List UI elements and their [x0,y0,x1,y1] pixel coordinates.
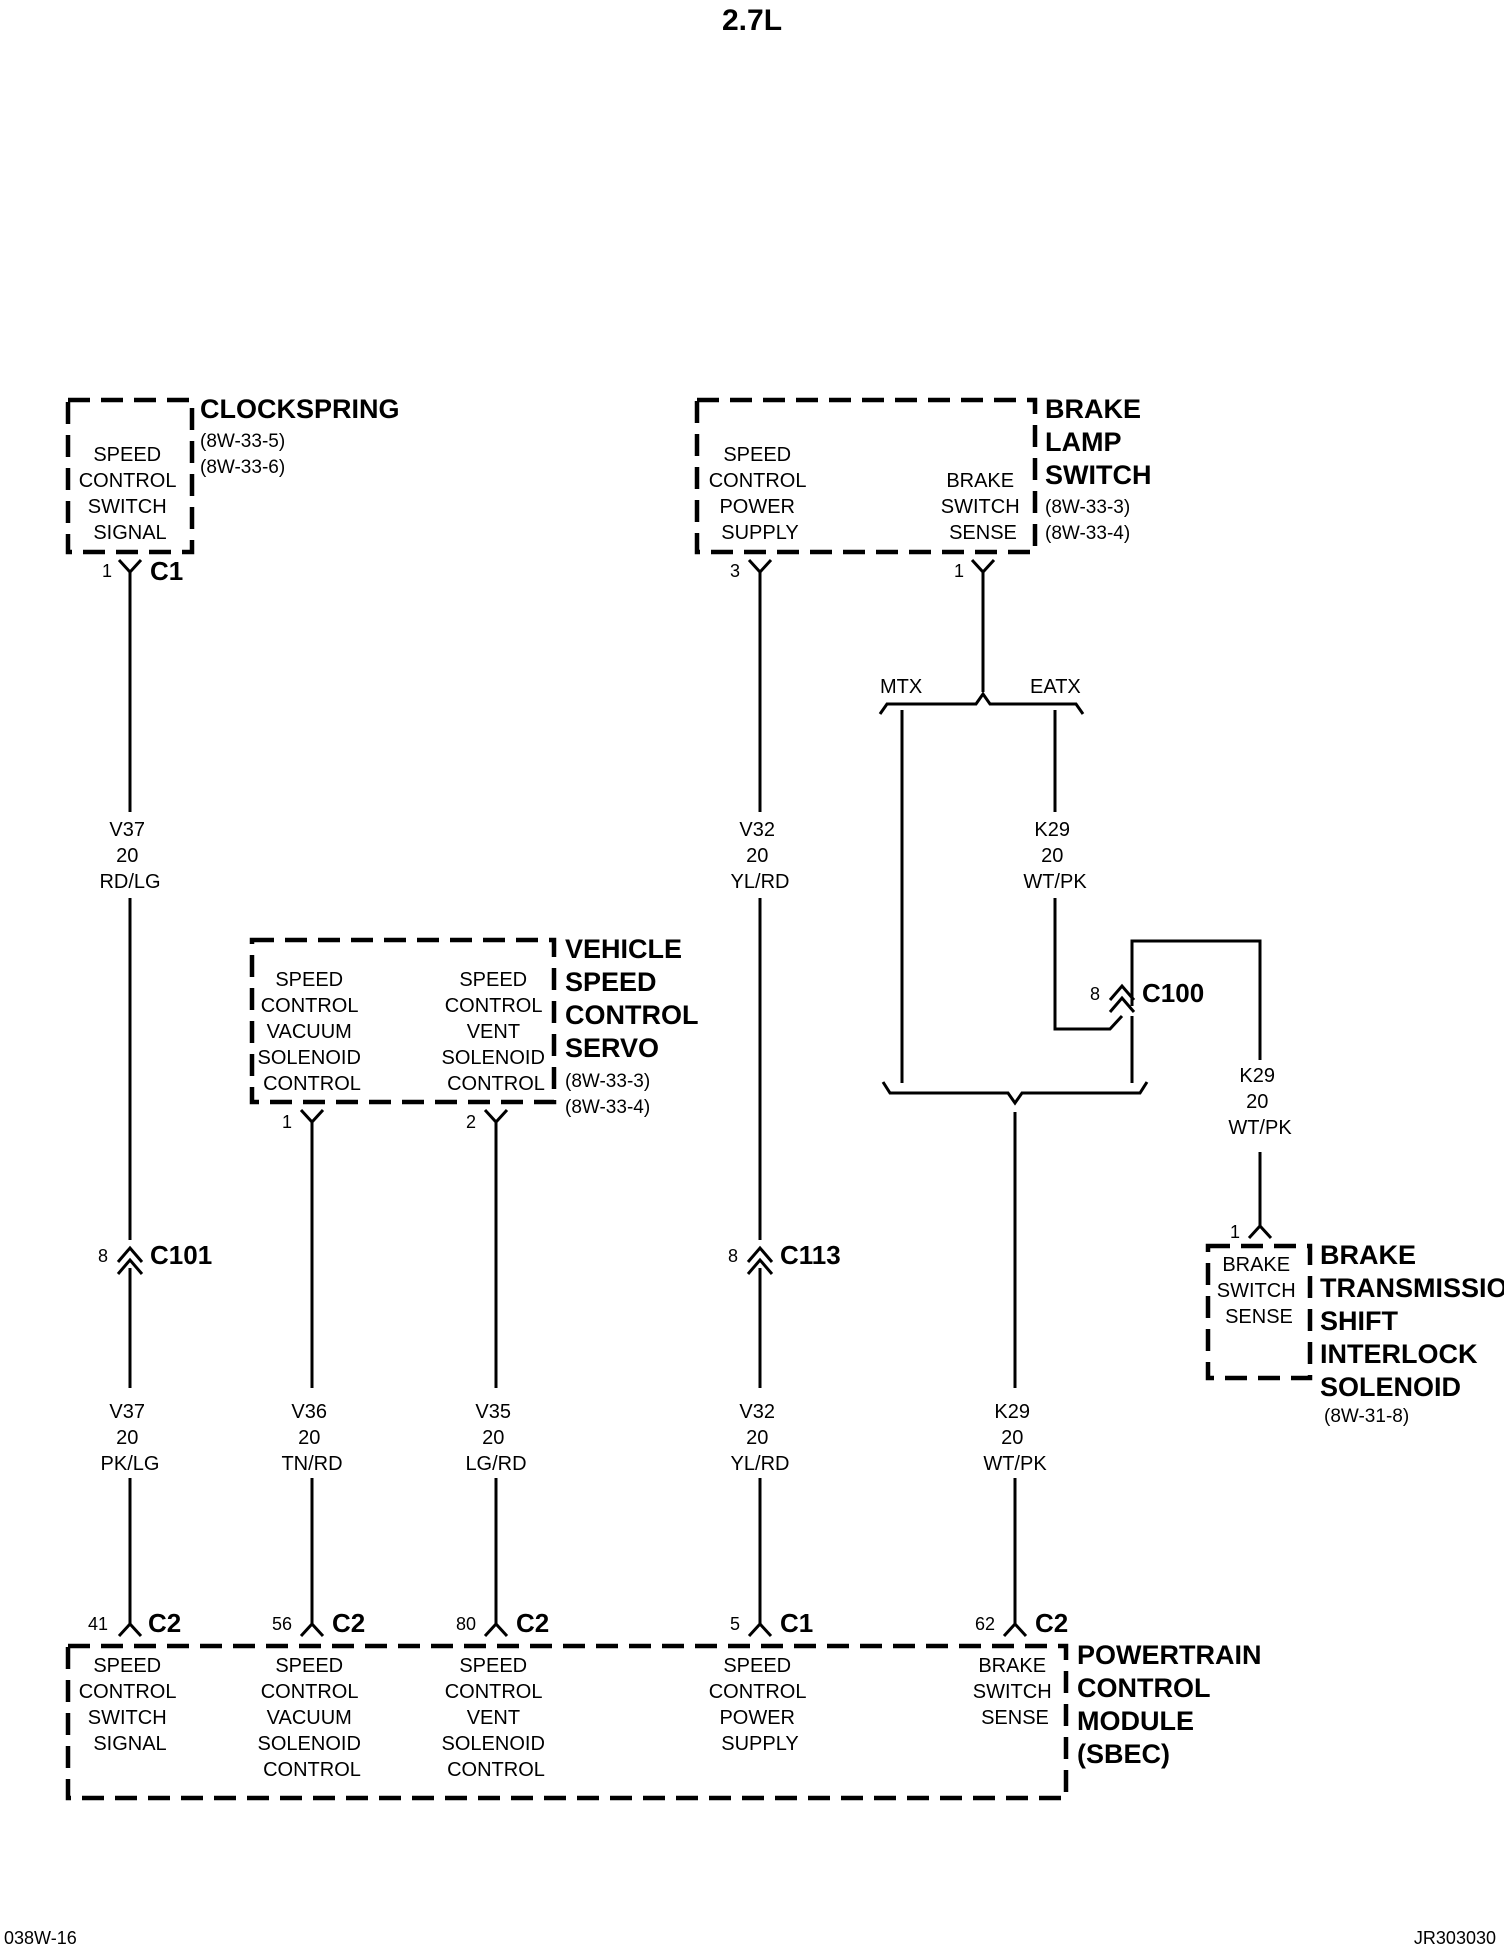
c101-pin: 8 [98,1246,108,1266]
blsw-refs: (8W-33-3) (8W-33-4) [1045,497,1135,544]
inline-connector-c100: 8 C100 [1090,978,1204,1013]
interlock-box [1205,1243,1313,1381]
clockspring-name: CLOCKSPRING [200,394,400,424]
wire-label-v32-upper: V32 20 YL/RD [731,819,790,893]
pcm-terminal-5 [747,1621,773,1638]
wire-label-v37-lower: V37 20 PK/LG [101,1401,160,1475]
interlock-label: BRAKE SWITCH SENSE [1217,1254,1301,1328]
pcm-label-2: SPEED CONTROL VENT SOLENOID CONTROL [442,1655,551,1781]
servo-label-right: SPEED CONTROL VENT SOLENOID CONTROL [442,969,551,1095]
clockspring-refs: (8W-33-5) (8W-33-6) [200,431,290,478]
servo-terminal-left [299,1108,325,1128]
pcm-label-1: SPEED CONTROL VACUUM SOLENOID CONTROL [258,1655,367,1781]
servo-pin-left: 1 [282,1112,292,1132]
c100-name: C100 [1142,978,1204,1008]
clockspring-label: SPEED CONTROL SWITCH SIGNAL [79,444,182,544]
pcm-conn-5: C1 [780,1608,813,1638]
servo-component: SPEED CONTROL VACUUM SOLENOID CONTROL SP… [249,934,706,1132]
servo-label-left: SPEED CONTROL VACUUM SOLENOID CONTROL [258,969,367,1095]
c101-symbol [116,1245,144,1275]
wire-label-v32-lower: V32 20 YL/RD [731,1401,790,1475]
c113-symbol [746,1245,774,1275]
pcm-pin-41: 41 [88,1614,108,1634]
pcm-pin-62: 62 [975,1614,995,1634]
wire-label-v37-upper: V37 20 RD/LG [99,819,160,893]
blsw-pin-right: 1 [954,561,964,581]
pcm-box [65,1643,1069,1801]
c113-pin: 8 [728,1246,738,1266]
c100-pin: 8 [1090,984,1100,1004]
inline-connector-c101: 8 C101 [98,1240,212,1275]
wire-label-v36: V36 20 TN/RD [281,1401,342,1475]
footer-left: 038W-16 [4,1928,77,1948]
clockspring-connector: C1 [150,556,183,586]
c101-name: C101 [150,1240,212,1270]
clockspring-pin: 1 [102,561,112,581]
blsw-label-right: BRAKE SWITCH SENSE [941,470,1025,544]
pcm-terminal-56 [299,1621,325,1638]
blsw-pin-left: 3 [730,561,740,581]
clockspring-box [65,397,195,555]
wire-k29-routing [878,580,1262,1626]
inline-connector-c113: 8 C113 [728,1240,841,1275]
servo-pin-right: 2 [466,1112,476,1132]
clockspring-terminal [117,558,143,582]
branch-eatx: EATX [1030,676,1081,698]
pcm-label-4: BRAKE SWITCH SENSE [973,1655,1057,1729]
pcm-terminal-62 [1002,1621,1028,1638]
brake-lamp-switch-box [694,397,1038,555]
pcm-terminal-80 [483,1621,509,1638]
pcm-pin-56: 56 [272,1614,292,1634]
lower-branch-bar [881,1081,1149,1106]
pcm-conn-41: C2 [148,1608,181,1638]
c113-name: C113 [780,1240,841,1270]
blsw-terminal-right [970,558,996,582]
interlock-terminal [1247,1223,1273,1240]
upper-branch-bar [878,691,1085,715]
wire-label-k29-lower: K29 20 WT/PK [983,1401,1047,1475]
terminal-symbols [117,558,1273,1638]
diagram-title: 2.7L [722,4,782,37]
servo-box [249,937,557,1105]
interlock-pin: 1 [1230,1222,1240,1242]
servo-name: VEHICLE SPEED CONTROL SERVO [565,934,706,1063]
pcm-conn-62: C2 [1035,1608,1068,1638]
footer-right: JR303030 [1414,1928,1496,1948]
pcm-component: SPEED CONTROL SWITCH SIGNAL SPEED CONTRO… [65,1608,1269,1801]
wire-label-v35: V35 20 LG/RD [465,1401,526,1475]
servo-terminal-right [483,1108,509,1128]
brake-lamp-switch-component: SPEED CONTROL POWER SUPPLY BRAKE SWITCH … [694,394,1151,581]
interlock-component: BRAKE SWITCH SENSE BRAKE TRANSMISSION SH… [1205,1222,1504,1427]
pcm-pin-80: 80 [456,1614,476,1634]
pcm-label-0: SPEED CONTROL SWITCH SIGNAL [79,1655,182,1755]
pcm-name: POWERTRAIN CONTROL MODULE (SBEC) [1077,1640,1269,1769]
interlock-name: BRAKE TRANSMISSION SHIFT INTERLOCK SOLEN… [1320,1240,1504,1402]
branch-mtx: MTX [880,676,922,698]
interlock-refs: (8W-31-8) [1324,1406,1409,1427]
wire-eatx-to-c100 [1053,898,1124,1031]
pcm-terminal-41 [117,1621,143,1638]
blsw-label-left: SPEED CONTROL POWER SUPPLY [709,444,812,544]
wire-label-k29-eatx: K29 20 WT/PK [1023,819,1087,893]
pcm-label-3: SPEED CONTROL POWER SUPPLY [709,1655,812,1755]
wire-label-k29-interlock: K29 20 WT/PK [1228,1065,1292,1139]
pcm-conn-80: C2 [516,1608,549,1638]
wire-c100-to-interlock [1130,939,1262,1060]
blsw-terminal-left [747,558,773,582]
servo-refs: (8W-33-3) (8W-33-4) [565,1071,655,1118]
pcm-pin-5: 5 [730,1614,740,1634]
c100-symbol [1108,983,1136,1013]
blsw-name: BRAKE LAMP SWITCH [1045,394,1151,490]
pcm-conn-56: C2 [332,1608,365,1638]
clockspring-component: SPEED CONTROL SWITCH SIGNAL CLOCKSPRING … [65,394,400,586]
